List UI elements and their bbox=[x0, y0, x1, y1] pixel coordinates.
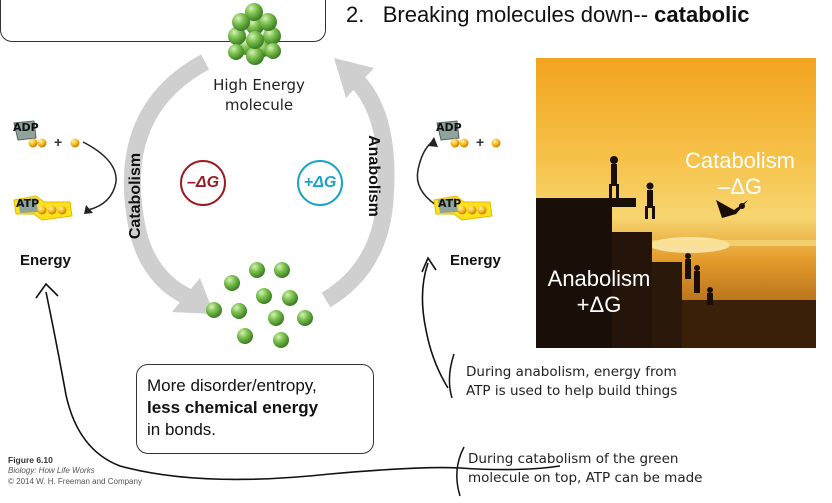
catabolism-cycle-arrow bbox=[123, 54, 214, 314]
entropy-line3: in bonds. bbox=[147, 420, 216, 439]
delta-g-positive-badge: +ΔG bbox=[297, 160, 343, 206]
catabolism-note-arrow-line bbox=[45, 291, 561, 481]
entropy-line2-bold: less chemical energy bbox=[147, 398, 319, 417]
right-adp-label: ADP bbox=[436, 121, 462, 134]
right-atp-label: ATP bbox=[438, 197, 462, 210]
photo-anabolism-caption: Anabolism +ΔG bbox=[547, 266, 651, 317]
high-energy-molecule-cluster bbox=[228, 3, 281, 65]
left-adp-group bbox=[13, 120, 80, 148]
anabolism-note-arrowhead bbox=[421, 256, 437, 273]
high-energy-molecule-label: High Energy molecule bbox=[213, 76, 305, 114]
anabolism-cycle-arrow bbox=[321, 58, 395, 308]
figure-book-title: Biology: How Life Works bbox=[8, 466, 95, 475]
figure-number: Figure 6.10 bbox=[8, 455, 53, 465]
catabolism-note: During catabolism of the green molecule … bbox=[468, 451, 703, 486]
right-adp-group bbox=[436, 120, 501, 148]
catabolism-note-bracket bbox=[456, 446, 465, 497]
right-energy-label: Energy bbox=[450, 252, 501, 269]
left-atp-label: ATP bbox=[16, 197, 40, 210]
left-atp-group bbox=[13, 195, 73, 221]
left-energy-label: Energy bbox=[20, 252, 71, 269]
sunset-photo bbox=[536, 58, 816, 348]
left-adp-label: ADP bbox=[13, 121, 39, 134]
list-text: Breaking molecules down-- bbox=[382, 2, 649, 27]
list-heading-2: 2. Breaking molecules down-- catabolic bbox=[346, 2, 750, 28]
anabolism-note-arrow-line bbox=[421, 262, 449, 389]
entropy-line1: More disorder/entropy, bbox=[147, 376, 317, 395]
list-number: 2. bbox=[346, 2, 365, 27]
list-bold: catabolic bbox=[654, 2, 750, 27]
right-plus-sign: + bbox=[476, 134, 485, 150]
photo-catabolism-caption: Catabolism –ΔG bbox=[684, 148, 796, 199]
catabolism-note-arrowhead bbox=[35, 282, 59, 299]
right-cycle-arrow bbox=[416, 141, 437, 206]
anabolism-note-bracket bbox=[448, 353, 455, 399]
left-cycle-arrow bbox=[82, 141, 117, 211]
catabolism-vertical-label: Catabolism bbox=[127, 152, 144, 240]
figure-copyright: © 2014 W. H. Freeman and Company bbox=[8, 477, 142, 486]
delta-g-negative-badge: –ΔG bbox=[180, 160, 226, 206]
anabolism-vertical-label: Anabolism bbox=[365, 135, 382, 217]
scattered-molecules bbox=[206, 262, 313, 348]
entropy-textbox: More disorder/entropy, less chemical ene… bbox=[136, 364, 374, 454]
anabolism-note: During anabolism, energy from ATP is use… bbox=[466, 364, 678, 399]
left-plus-sign: + bbox=[54, 134, 63, 150]
right-atp-group bbox=[433, 195, 493, 221]
